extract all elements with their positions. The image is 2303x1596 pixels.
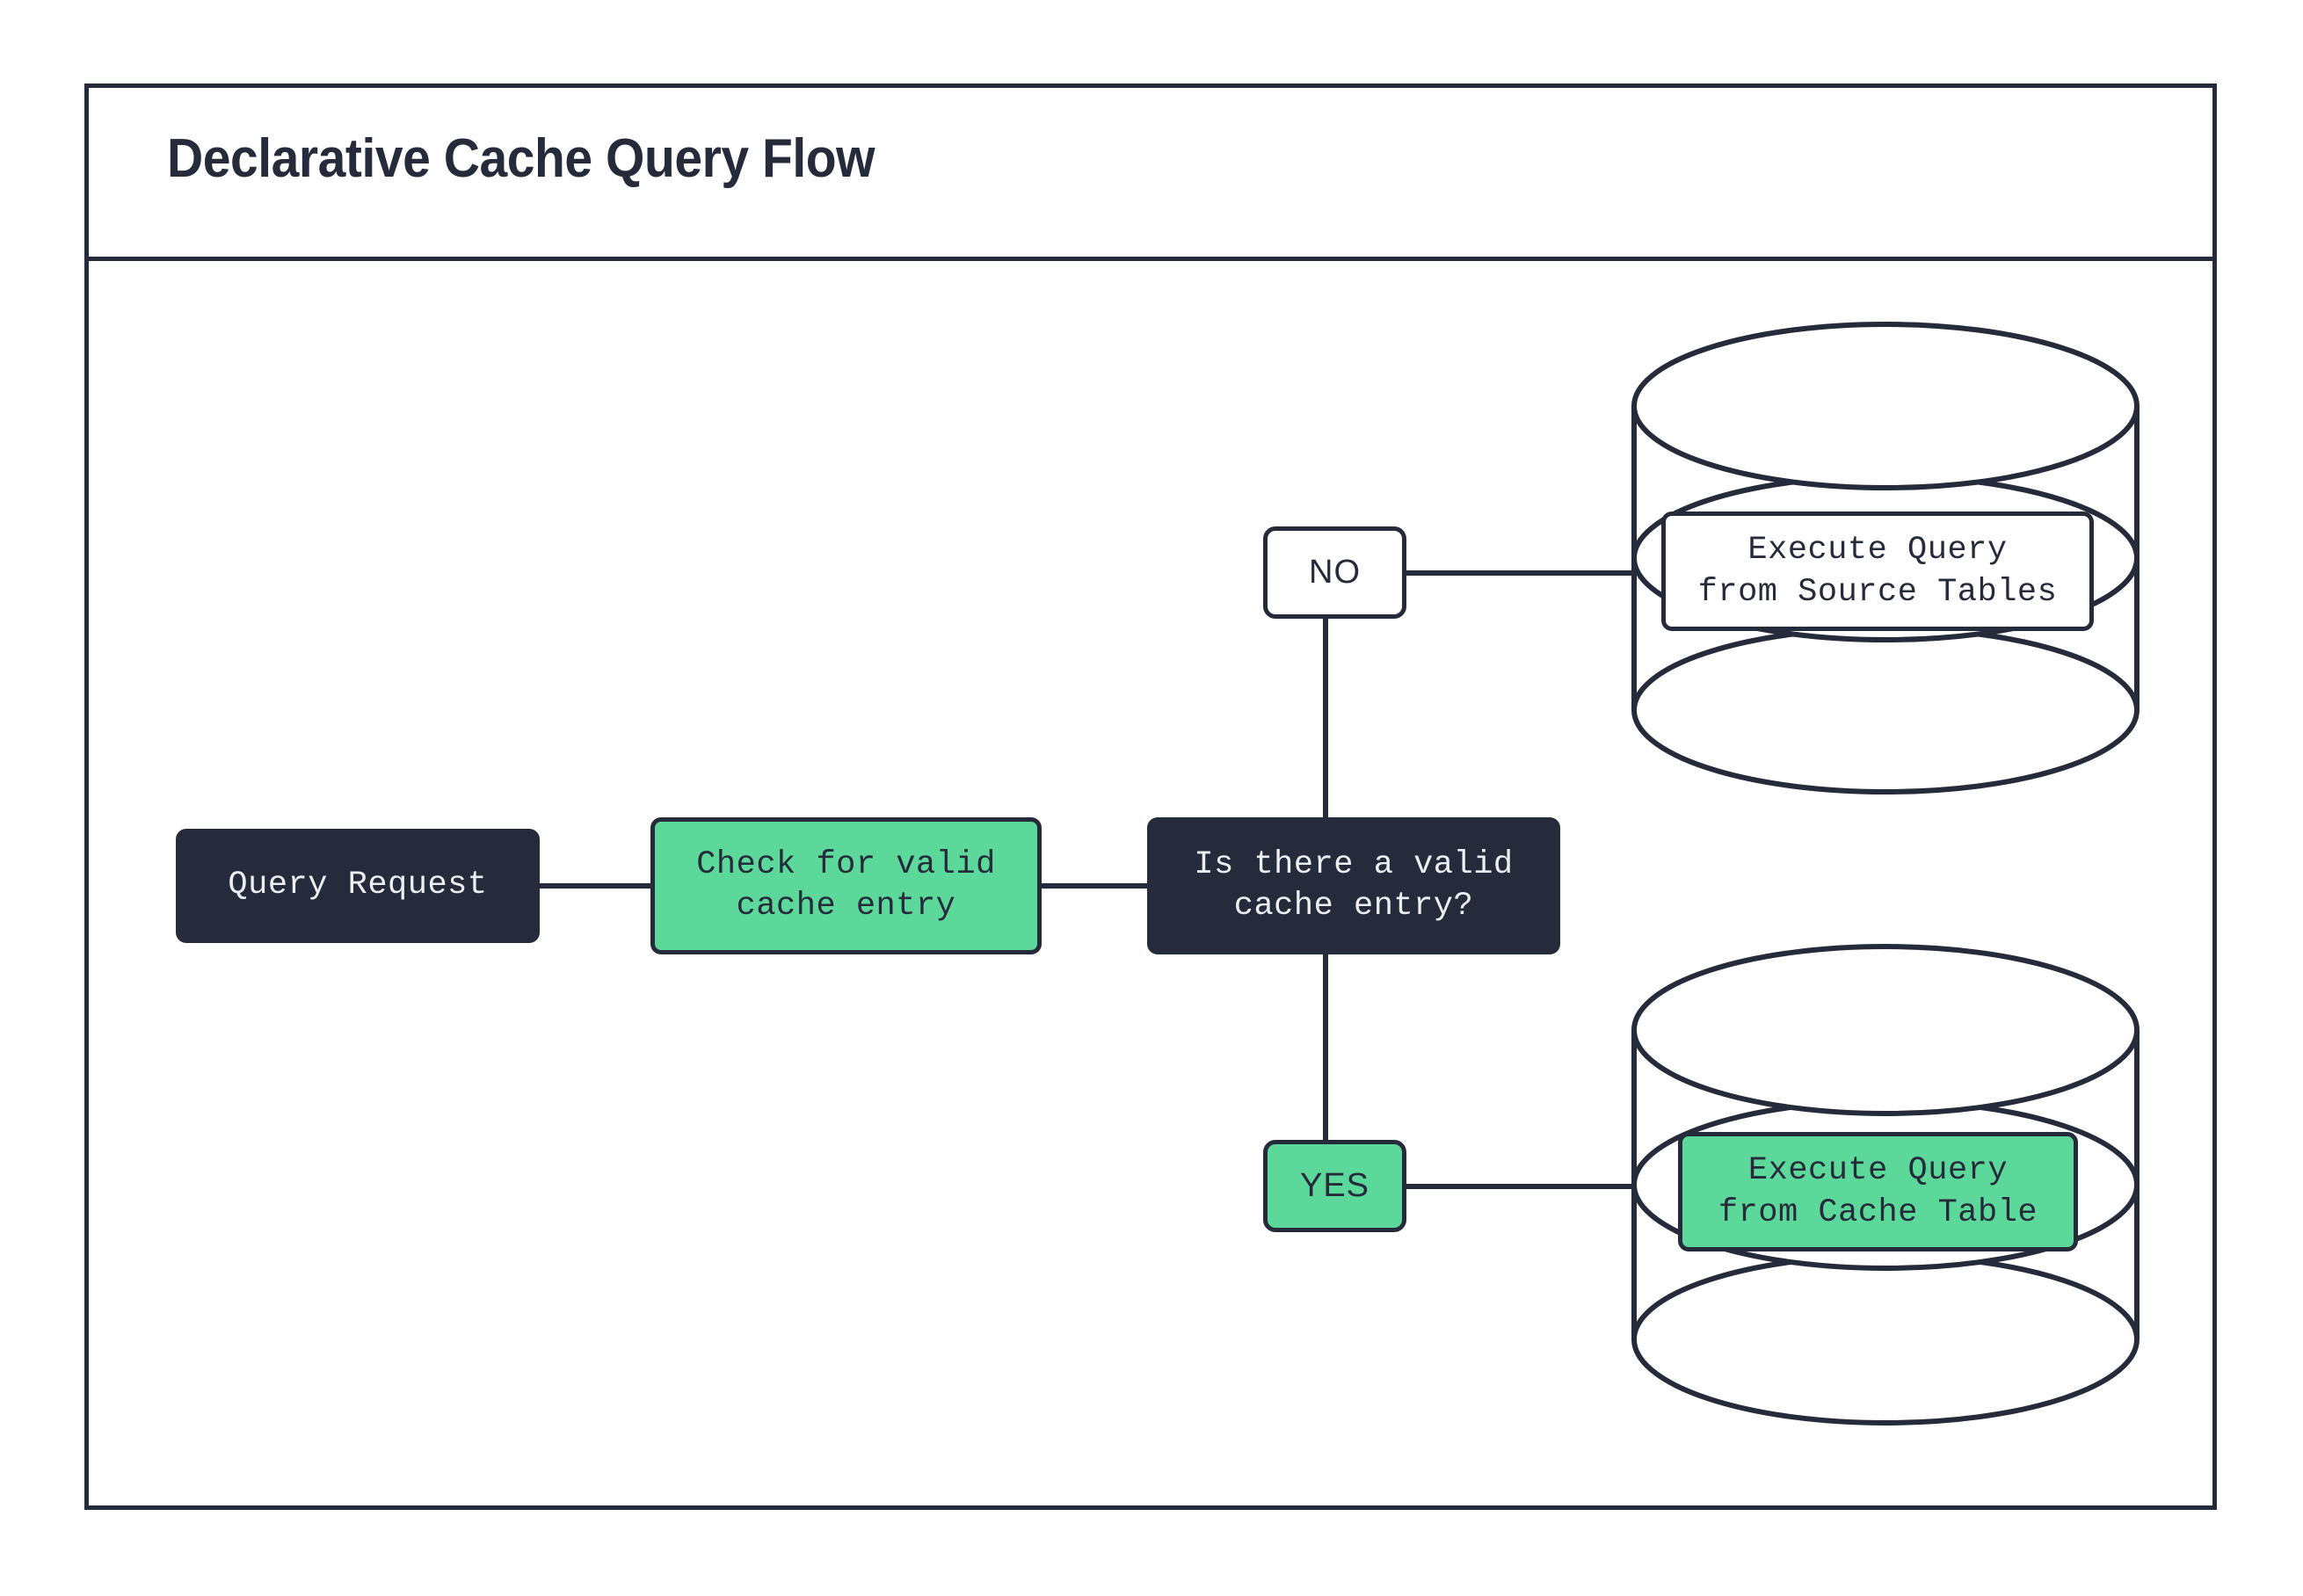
edge-label-yes[interactable]: YES	[1263, 1140, 1406, 1232]
node-check-for-valid-cache-entry[interactable]: Check for valid cache entry	[650, 817, 1042, 954]
page-title: Declarative Cache Query Flow	[167, 128, 875, 189]
diagram-header-band	[84, 83, 2217, 261]
node-execute-query-from-source-tables[interactable]: Execute Query from Source Tables	[1661, 511, 2094, 631]
diagram-frame	[84, 83, 2217, 1510]
node-query-request[interactable]: Query Request	[176, 829, 540, 943]
node-execute-query-from-cache-table[interactable]: Execute Query from Cache Table	[1678, 1132, 2078, 1251]
edge-label-no[interactable]: NO	[1263, 526, 1406, 619]
node-decision-valid-cache-entry[interactable]: Is there a valid cache entry?	[1147, 817, 1560, 954]
